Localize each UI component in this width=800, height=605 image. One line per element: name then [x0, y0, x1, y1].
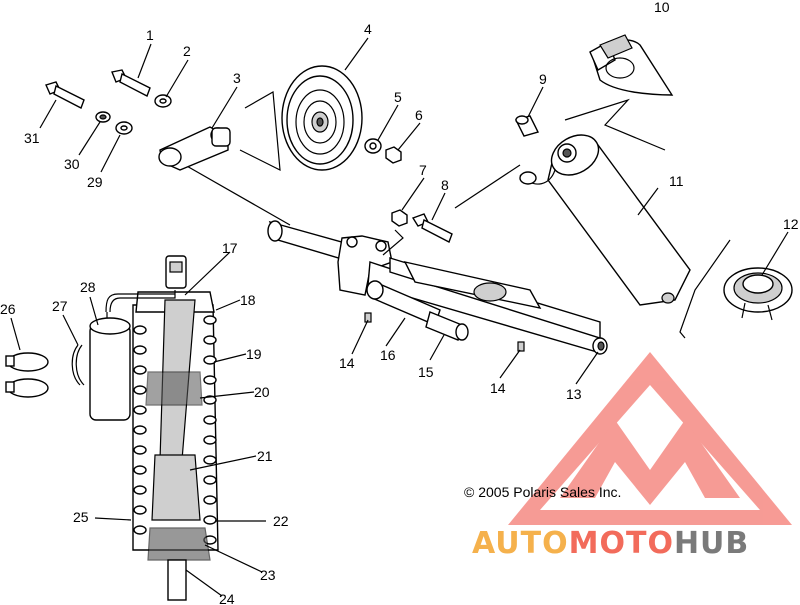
callout-14a: 14 — [339, 355, 355, 371]
shock-body-11 — [454, 98, 731, 339]
callout-23: 23 — [260, 567, 276, 583]
hardware-mid — [382, 209, 453, 256]
callout-29: 29 — [87, 174, 103, 190]
callout-5: 5 — [394, 89, 402, 105]
callout-31: 31 — [24, 130, 40, 146]
callout-2: 2 — [183, 43, 191, 59]
callout-17: 17 — [222, 240, 238, 256]
callout-6: 6 — [415, 107, 423, 123]
callout-25: 25 — [73, 509, 89, 525]
watermark-moto: MOTO — [569, 526, 674, 561]
coil-over-shock — [105, 255, 219, 601]
callout-27: 27 — [52, 298, 68, 314]
callout-7: 7 — [419, 162, 427, 178]
callout-14b: 14 — [490, 380, 506, 396]
callout-12: 12 — [783, 216, 799, 232]
callout-24: 24 — [219, 591, 235, 605]
pin-9 — [514, 115, 540, 137]
callout-20: 20 — [254, 384, 270, 400]
callout-15: 15 — [418, 364, 434, 380]
callout-19: 19 — [246, 346, 262, 362]
callout-8: 8 — [441, 177, 449, 193]
callout-26: 26 — [0, 301, 16, 317]
callout-18: 18 — [240, 292, 256, 308]
reservoir-28 — [89, 317, 131, 421]
rear-scissor-arm — [184, 164, 608, 355]
watermark-text: AUTOMOTOHUB — [472, 526, 749, 561]
svg-text:AUTOMOTOHUB: AUTOMOTOHUB — [472, 526, 749, 561]
watermark-hub: HUB — [674, 526, 749, 561]
callout-1: 1 — [146, 27, 154, 43]
watermark-auto: AUTO — [472, 526, 569, 561]
callout-4: 4 — [364, 21, 372, 37]
callout-10: 10 — [654, 0, 670, 15]
hose-clamps-26 — [5, 352, 49, 398]
callout-13: 13 — [566, 386, 582, 402]
cap-10 — [589, 34, 674, 96]
copyright-text: © 2005 Polaris Sales Inc. — [464, 484, 621, 500]
callout-28: 28 — [80, 279, 96, 295]
callout-11: 11 — [669, 173, 684, 189]
callout-9: 9 — [539, 71, 547, 87]
clip-27 — [71, 344, 85, 386]
watermark-logo — [508, 352, 792, 525]
leader-lines — [10, 37, 789, 597]
callout-22: 22 — [273, 513, 289, 529]
callout-21: 21 — [257, 448, 273, 464]
callout-3: 3 — [233, 70, 241, 86]
callout-16: 16 — [380, 347, 396, 363]
callout-30: 30 — [64, 156, 80, 172]
idler-wheel — [239, 65, 402, 172]
hardware-left — [45, 69, 172, 135]
cap-12 — [723, 267, 793, 321]
idler-bracket — [158, 126, 231, 171]
